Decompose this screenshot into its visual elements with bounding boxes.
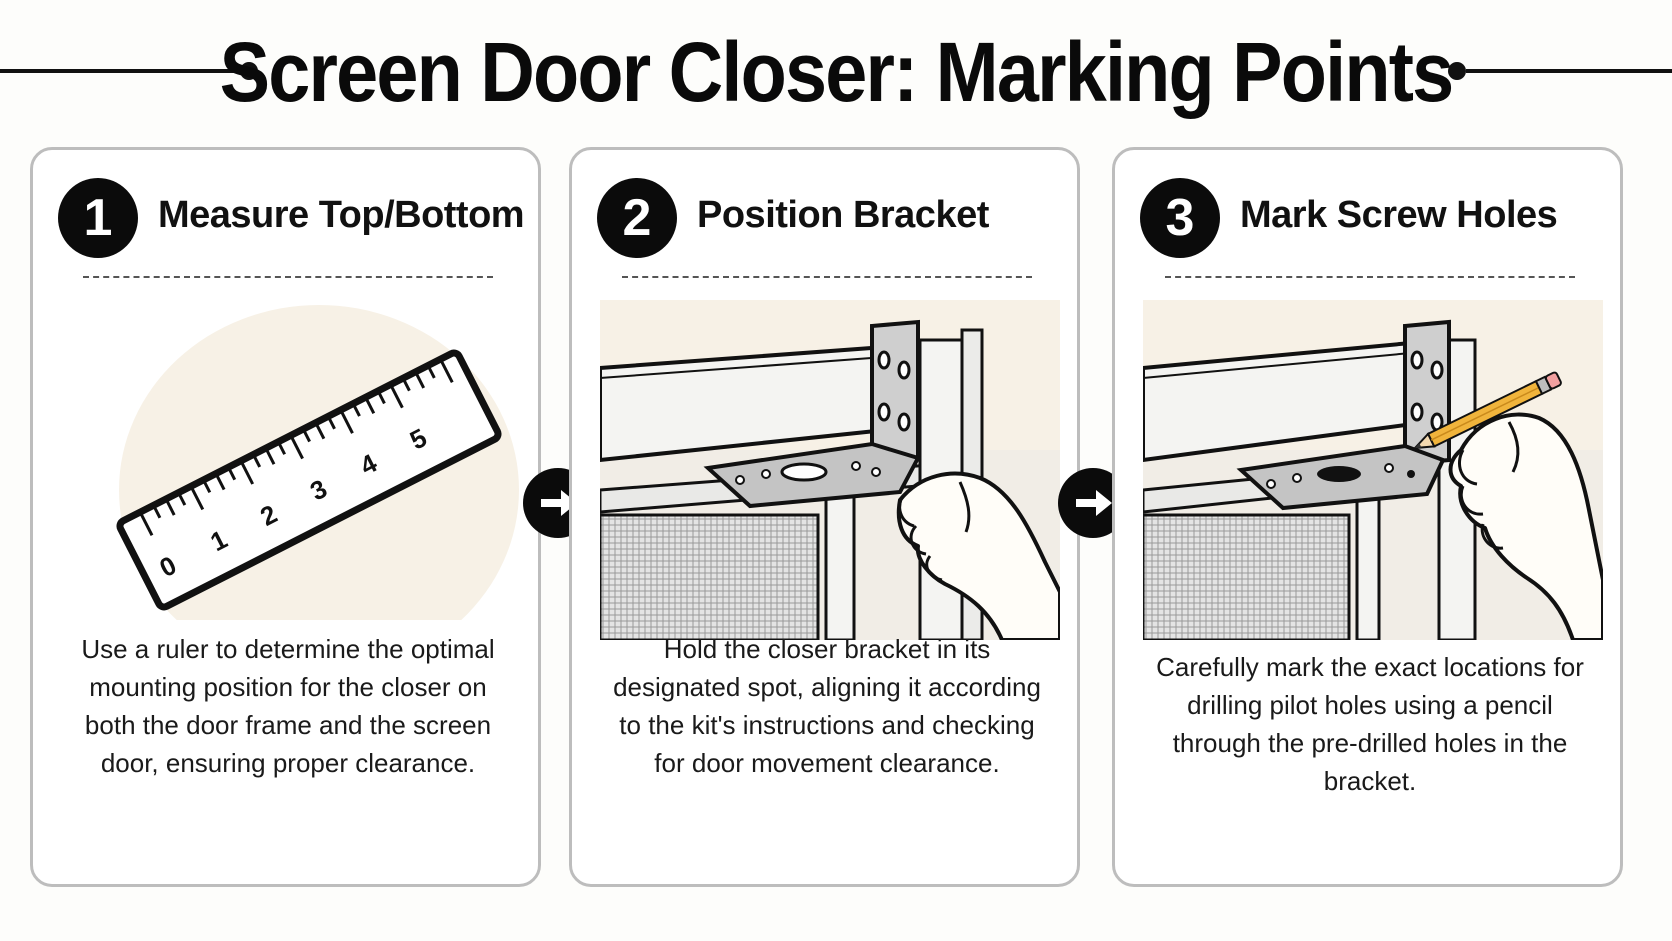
step-number-badge: 1: [58, 178, 138, 258]
divider: [622, 276, 1032, 278]
step-number-badge: 3: [1140, 178, 1220, 258]
ruler-illustration: 0 1 2 3 4 5: [61, 300, 521, 640]
step-title: Measure Top/Bottom: [158, 194, 525, 236]
header: Screen Door Closer: Marking Points: [0, 0, 1672, 140]
divider: [1165, 276, 1575, 278]
arrow-right-icon: [541, 490, 577, 516]
ruler-icon: 0 1 2 3 4 5: [116, 305, 519, 620]
step-title: Position Bracket: [697, 194, 989, 236]
arrow-right-icon: [1076, 490, 1112, 516]
divider: [83, 276, 493, 278]
step-description: Carefully mark the exact locations for d…: [1156, 652, 1584, 796]
step-number-badge: 2: [597, 178, 677, 258]
pencil-marking-icon: [1141, 300, 1605, 642]
step-card-1: 1 Measure Top/Bottom: [30, 147, 541, 887]
marking-illustration: [1141, 300, 1605, 642]
title-rule-left: [0, 69, 240, 73]
step-card-2: 2 Position Bracket: [569, 147, 1080, 887]
step-card-3: 3 Mark Screw Holes: [1112, 147, 1623, 887]
step-description: Use a ruler to determine the optimal mou…: [81, 634, 495, 778]
title-rule-right: [1466, 69, 1672, 73]
bracket-hand-icon: [598, 300, 1062, 642]
title-rule-right-dot: [1448, 62, 1466, 80]
bracket-illustration: [598, 300, 1062, 642]
title-rule-left-dot: [240, 62, 258, 80]
page-title: Screen Door Closer: Marking Points: [219, 25, 1454, 119]
step-description: Hold the closer bracket in its designate…: [613, 634, 1041, 778]
step-title: Mark Screw Holes: [1240, 194, 1558, 236]
